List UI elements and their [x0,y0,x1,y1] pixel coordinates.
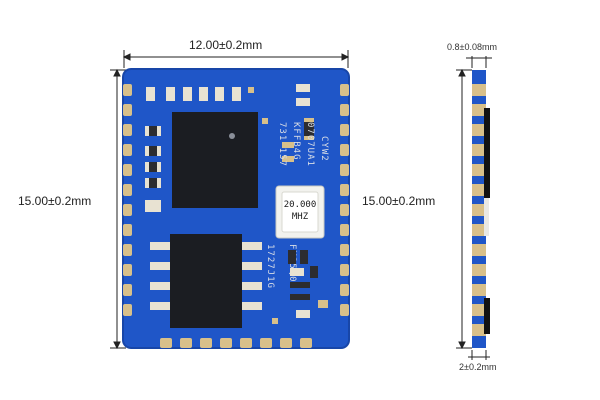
main-chip: CYW2 0707UA1 KFFB4G 731 157 [172,112,329,208]
crystal: 20.000 MHZ [275,185,325,239]
side-pad-width-label: 2±0.2mm [459,362,497,372]
left-height-label: 15.00±0.2mm [18,194,92,208]
left-height-dimension-line [110,68,126,350]
side-height-dimension-line [456,68,472,350]
bottom-castellated-pads [160,338,312,348]
main-chip-line2: 0707UA1 [305,122,315,167]
main-chip-line1: CYW2 [319,136,329,162]
right-lower-passives [272,250,328,324]
main-chip-line3: KFFB4G [291,122,301,161]
module-side-view [472,70,490,348]
side-thickness-label: 0.8±0.08mm [447,42,497,52]
top-width-label: 12.00±0.2mm [189,38,263,52]
flash-chip-line1: FM25Q04 [287,244,297,289]
top-width-dimension-line [122,50,350,68]
crystal-line1: 20.000 [284,200,317,210]
top-passives [146,84,314,162]
side-height-label: 15.00±0.2mm [362,194,436,208]
left-passives [145,126,161,212]
right-castellated-pads [340,84,349,316]
flash-chip: FM25Q04 1727J1G [150,234,297,328]
crystal-line2: MHZ [292,212,309,222]
side-pad-dimension-line [468,350,490,360]
side-thickness-dimension-line [466,56,492,68]
flash-chip-line2: 1727J1G [265,244,275,289]
main-chip-line4: 731 157 [277,122,287,167]
left-castellated-pads [123,84,132,316]
